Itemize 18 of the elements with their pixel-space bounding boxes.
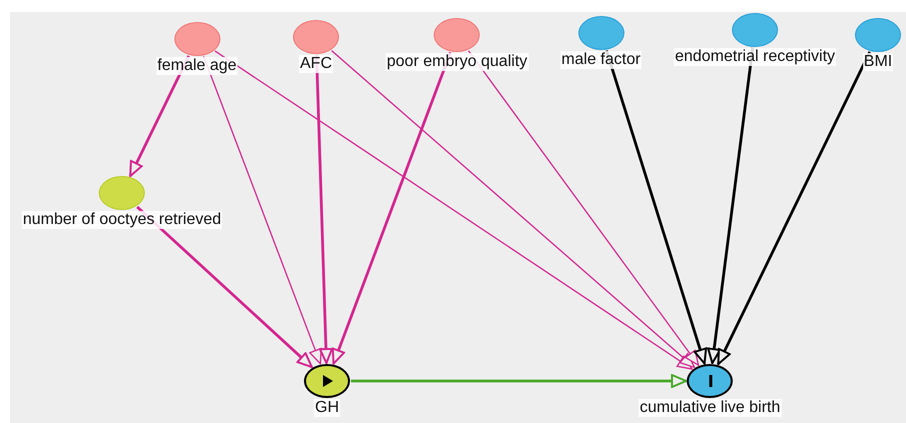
variable-label: endometrial receptivity bbox=[674, 48, 836, 66]
variable-label: poor embryo quality bbox=[386, 53, 528, 71]
arrow bbox=[214, 50, 693, 370]
variable-label: cumulative live birth bbox=[638, 399, 782, 417]
variable-label: GH bbox=[314, 399, 340, 417]
arrow bbox=[351, 374, 687, 388]
arrow bbox=[605, 50, 708, 364]
variable-label: female age bbox=[156, 57, 238, 75]
variable-label: AFC bbox=[299, 55, 333, 73]
arrow bbox=[468, 50, 700, 366]
arrow bbox=[136, 206, 313, 368]
arrow bbox=[202, 56, 322, 364]
arrow bbox=[332, 52, 452, 365]
variable-label: number of ooctyes retrieved bbox=[22, 211, 222, 229]
arrow bbox=[331, 50, 695, 368]
variable-label: BMI bbox=[862, 53, 894, 71]
variable-label: male factor bbox=[560, 51, 642, 69]
arrow bbox=[716, 51, 872, 366]
